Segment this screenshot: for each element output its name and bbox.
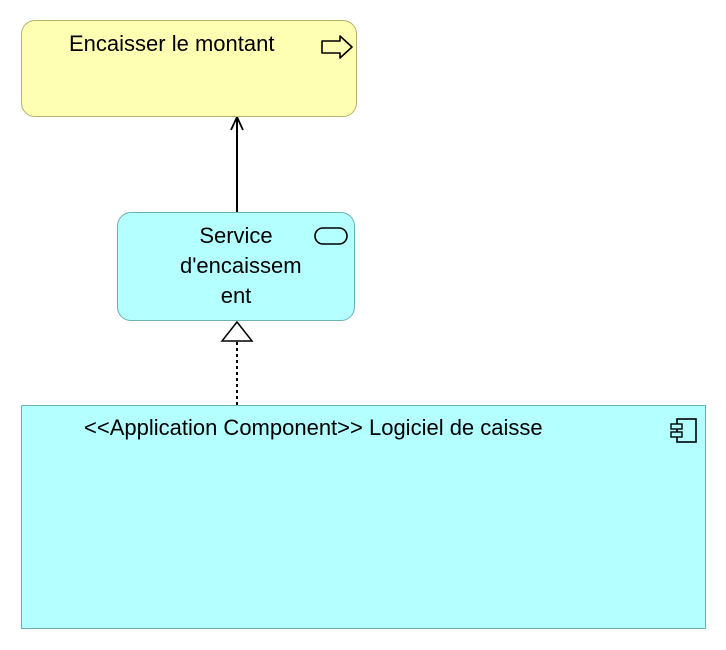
application-component-node[interactable]: [21, 405, 706, 629]
business-process-label: Encaisser le montant: [69, 31, 275, 56]
application-service-label: Service d'encaissem ent: [180, 223, 302, 308]
serving-relation[interactable]: [230, 114, 244, 212]
business-process-node[interactable]: [21, 20, 357, 117]
application-component-label: <<Application Component>> Logiciel de ca…: [84, 415, 543, 440]
realization-relation[interactable]: [220, 320, 254, 405]
